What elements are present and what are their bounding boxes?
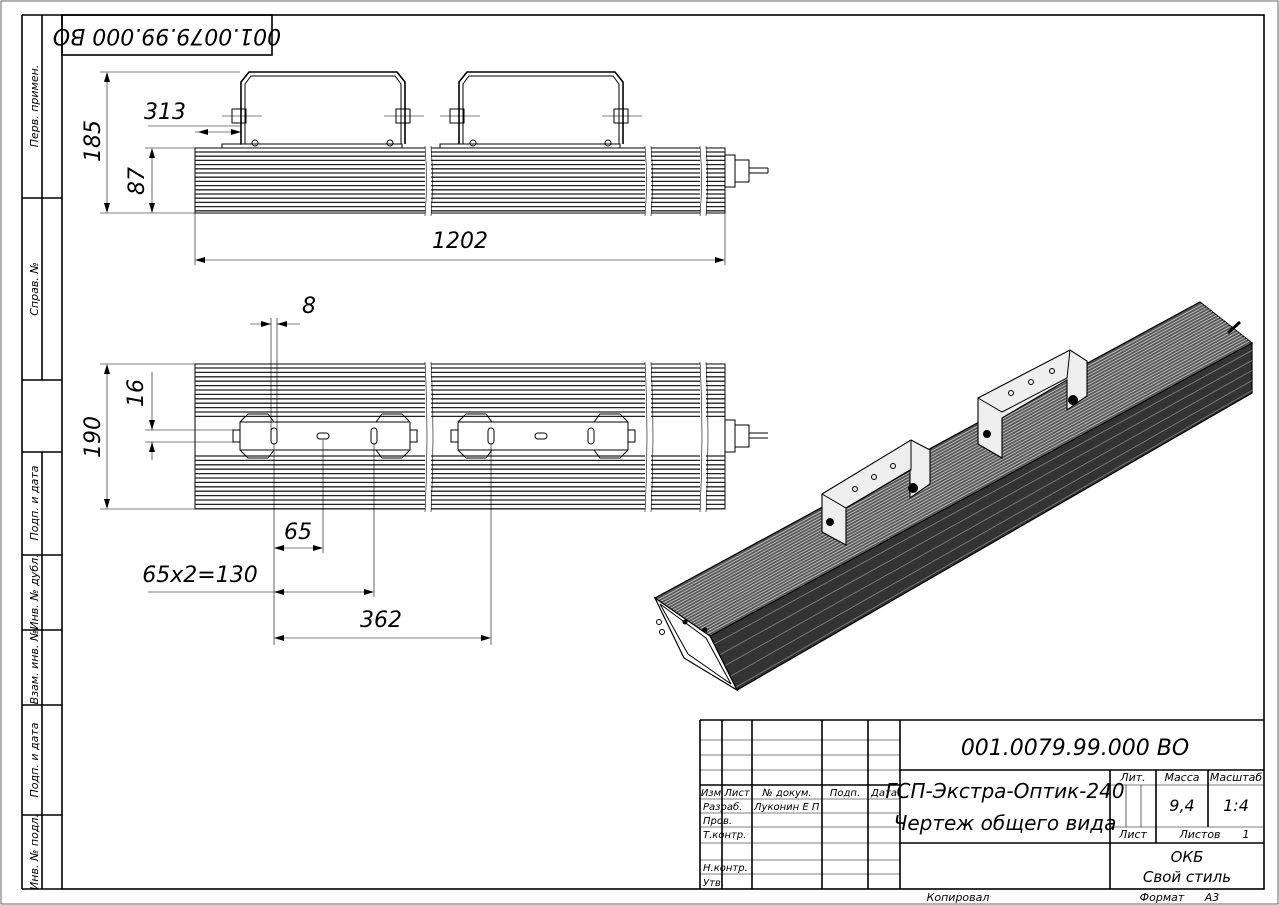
fin-line xyxy=(687,325,1231,621)
title-block: 001.0079.99.000 ВО ГСП-Экстра-Оптик-240 … xyxy=(699,719,1264,889)
tb-role-approver: Утв. xyxy=(703,878,724,889)
fin-line xyxy=(669,312,1215,609)
designation-rotated-box: 001.0079.99.000 ВО xyxy=(53,14,281,56)
tb-role-developer: Разраб. xyxy=(703,801,742,813)
tb-scale-value: 1:4 xyxy=(1223,796,1249,815)
tb-col-list: Лист xyxy=(723,788,751,799)
fin-line xyxy=(719,360,1253,656)
dim-length: 1202 xyxy=(432,229,488,254)
fin-line xyxy=(692,329,1236,625)
tb-col-sign: Подп. xyxy=(830,788,860,799)
tb-mass-value: 9,4 xyxy=(1169,796,1194,815)
dim-overall-height: 185 xyxy=(81,120,106,162)
front-view-fins xyxy=(195,151,725,212)
tb-scale-label: Масштаб xyxy=(1210,771,1262,784)
tb-col-date: Дата xyxy=(870,788,897,799)
tb-role-norm-control: Н.контр. xyxy=(703,863,748,874)
cable-gland-front xyxy=(724,154,769,188)
fin-line xyxy=(672,314,1217,611)
tb-sheet-label: Лист xyxy=(1118,828,1147,841)
dim-hole-spacing-total: 65x2=130 xyxy=(142,563,257,588)
fin-line xyxy=(707,340,1250,635)
tb-product-name: ГСП-Экстра-Оптик-240 xyxy=(885,779,1124,803)
fin-line xyxy=(702,336,1245,632)
tb-col-doc: № докум. xyxy=(761,788,811,799)
tb-designation: 001.0079.99.000 ВО xyxy=(961,736,1189,761)
cable-gland-plan xyxy=(724,419,768,453)
footer-format-label: Формат xyxy=(1140,891,1185,904)
fin-line xyxy=(713,350,1253,645)
fin-line xyxy=(679,320,1224,616)
label-first-use: Перв. примен. xyxy=(28,65,41,148)
fin-line xyxy=(674,316,1220,613)
isometric-view xyxy=(653,301,1254,692)
label-dup-inv: Инв. № дубл. xyxy=(28,554,41,629)
plan-view-fins xyxy=(195,367,725,510)
plan-bracket-left xyxy=(232,413,418,459)
front-bracket-left xyxy=(221,71,424,149)
fin-line xyxy=(659,305,1206,603)
fin-line xyxy=(682,322,1227,618)
isometric-side-fins xyxy=(713,350,1253,688)
fin-line xyxy=(694,331,1238,626)
tb-org-line2: Свой стиль xyxy=(1143,868,1231,886)
front-dimensions: 185 87 313 1202 xyxy=(81,71,726,265)
footer-format-value: А3 xyxy=(1204,891,1220,904)
tb-role-checker: Пров. xyxy=(703,816,732,827)
tb-role-tech-control: Т.контр. xyxy=(703,830,746,841)
tb-document-type: Чертеж общего вида xyxy=(894,811,1117,835)
fin-line xyxy=(667,310,1213,608)
dim-body-height: 87 xyxy=(125,167,150,195)
fin-line xyxy=(689,327,1234,623)
front-view: 185 87 313 1202 xyxy=(81,71,769,265)
tb-lit-label: Лит. xyxy=(1119,771,1145,784)
dim-slot-width: 8 xyxy=(302,294,316,319)
fin-line xyxy=(684,323,1229,620)
fin-line xyxy=(677,318,1222,615)
tb-sheets-label: Листов xyxy=(1178,828,1220,841)
dim-hole-spacing: 65 xyxy=(284,520,312,545)
front-break-marks xyxy=(425,146,706,216)
fin-line xyxy=(724,370,1253,667)
label-replace-inv: Взам. инв. № xyxy=(28,630,41,705)
tb-mass-label: Масса xyxy=(1164,771,1199,784)
plan-dimensions: 190 16 8 65 65x2=130 362 xyxy=(81,294,492,645)
fin-line xyxy=(699,334,1243,630)
footer-copied-label: Копировал xyxy=(927,891,990,904)
isometric-bracket-left xyxy=(821,439,931,546)
dim-width: 190 xyxy=(81,416,106,458)
fin-line xyxy=(735,390,1253,688)
front-bracket-right xyxy=(439,71,642,149)
label-sign-date-2: Подп. и дата xyxy=(28,722,41,797)
side-strip: Перв. примен. Справ. № Подп. и дата Инв.… xyxy=(21,14,62,890)
tb-sheets-value: 1 xyxy=(1243,828,1250,841)
tb-col-izm: Изм xyxy=(701,788,722,799)
dim-slot-offset: 16 xyxy=(124,379,149,407)
fin-line xyxy=(662,307,1208,604)
isometric-fins xyxy=(657,303,1252,637)
isometric-bracket-right xyxy=(977,349,1088,459)
plan-view: 190 16 8 65 65x2=130 362 xyxy=(81,294,768,645)
dim-bracket-spacing: 362 xyxy=(360,608,402,633)
label-orig-inv: Инв. № подл. xyxy=(28,814,41,890)
label-sign-date-1: Подп. и дата xyxy=(28,465,41,540)
fin-line xyxy=(704,338,1248,633)
fin-line xyxy=(664,309,1210,606)
tb-org-line1: ОКБ xyxy=(1171,848,1204,866)
tb-developer-name: Луконин Е П xyxy=(753,802,820,813)
plan-bracket-right xyxy=(450,413,636,459)
label-reference-no: Справ. № xyxy=(28,262,41,316)
dim-bracket-offset: 313 xyxy=(144,100,186,125)
fin-line xyxy=(730,380,1253,677)
fin-line xyxy=(697,333,1241,628)
designation-rotated: 001.0079.99.000 ВО xyxy=(53,23,281,48)
